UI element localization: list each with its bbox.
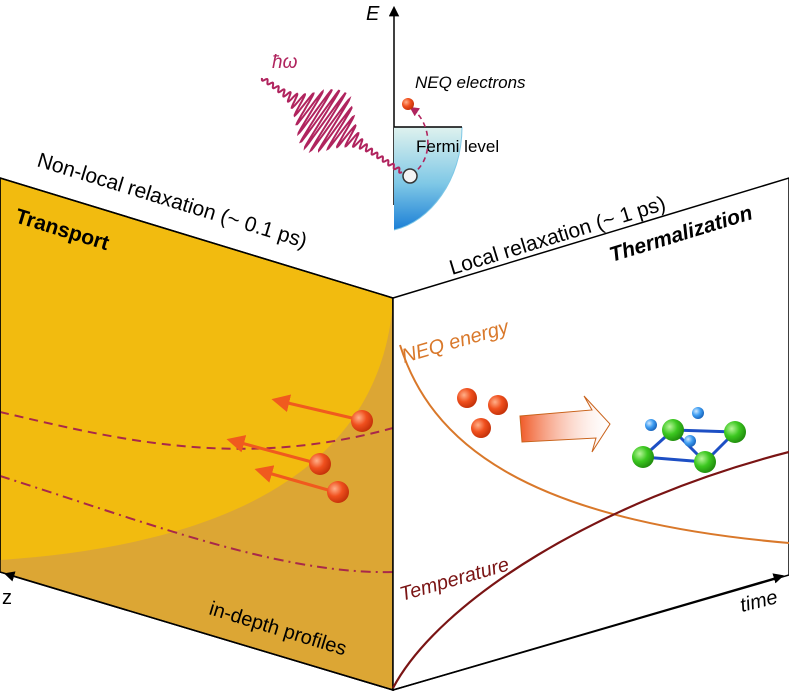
z-axis: [3, 571, 394, 691]
dashed-profile: [0, 411, 393, 450]
photon-label: ħω: [272, 52, 298, 73]
transport-electrons: [226, 394, 373, 503]
depth-profile-shade: [0, 300, 393, 690]
neq-energy-curve: [399, 344, 789, 544]
photon-pulse: ħω: [260, 52, 403, 174]
photon-wave: [260, 77, 403, 174]
temperature-curve: [392, 450, 789, 689]
band-diagram: E Fermi level NEQ electrons ħω: [260, 3, 526, 231]
time-axis: [392, 573, 785, 691]
lattice-icon: [632, 407, 746, 473]
electron: [351, 410, 373, 432]
left-panel: Transport in-depth profiles Non-local re…: [0, 149, 394, 692]
right-panel: NEQ energy Temperature Thermalization Lo…: [392, 177, 789, 691]
energy-transfer-arrow: [519, 395, 611, 453]
hot-electrons-cluster: [457, 388, 508, 438]
electron: [327, 481, 349, 503]
band-fill: [394, 127, 462, 230]
excitation-path: [409, 106, 429, 176]
neq-electron: [402, 98, 414, 110]
fermi-level-label: Fermi level: [416, 137, 499, 156]
time-axis-label: time: [738, 586, 780, 616]
hole: [402, 168, 418, 184]
neq-electrons-label: NEQ electrons: [415, 73, 526, 92]
z-axis-label: z: [2, 587, 12, 609]
electron: [309, 453, 331, 475]
energy-axis-label: E: [366, 3, 380, 25]
dashdot-profile: [0, 475, 393, 574]
